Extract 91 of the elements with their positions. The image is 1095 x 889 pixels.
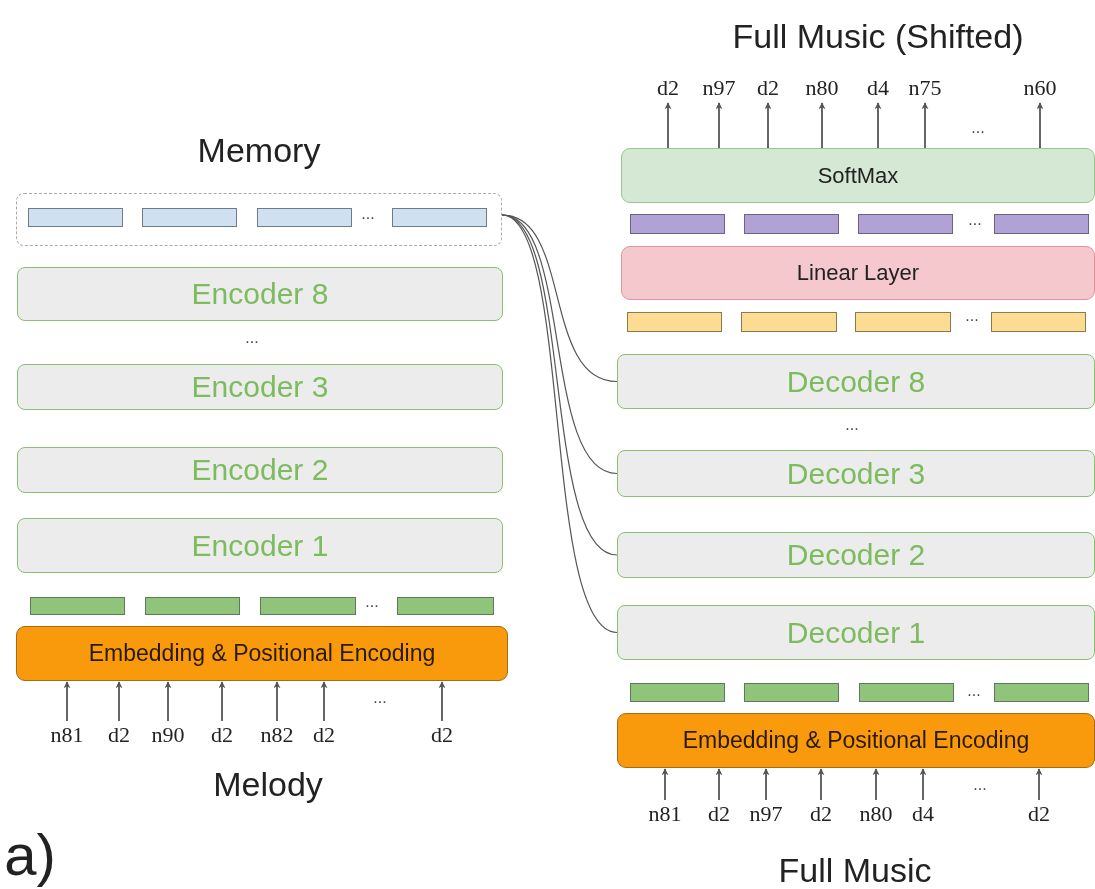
arrow: [664, 102, 672, 149]
arrow: [919, 768, 927, 801]
embedding-block: Embedding & Positional Encoding: [16, 626, 508, 681]
arrow: [661, 768, 669, 801]
arrow: [164, 681, 172, 722]
vector-bar: [28, 208, 123, 227]
token-label: d2: [422, 721, 462, 749]
arrow: [874, 102, 882, 149]
ellipsis: ...: [845, 417, 859, 433]
vector-bar: [257, 208, 352, 227]
caption-label: Melody: [213, 767, 323, 801]
caption-label: Full Music: [778, 853, 932, 887]
decoder-block: Decoder 8: [617, 354, 1095, 409]
token-label: d2: [99, 721, 139, 749]
ellipsis: ...: [361, 206, 375, 222]
token-label: d4: [903, 800, 943, 828]
vector-bar: [30, 597, 125, 615]
vector-bar: [627, 312, 722, 332]
vector-bar: [859, 683, 954, 702]
vector-bar: [145, 597, 240, 615]
token-label: n80: [854, 800, 898, 828]
ellipsis: ...: [973, 777, 987, 793]
vector-bar: [744, 683, 839, 702]
token-label: d2: [699, 800, 739, 828]
connector-line: [501, 214, 618, 556]
token-label: n97: [697, 74, 741, 102]
token-label: d2: [748, 74, 788, 102]
ellipsis: ...: [971, 120, 985, 136]
arrow: [715, 768, 723, 801]
embedding-block: Embedding & Positional Encoding: [617, 713, 1095, 768]
token-label: n80: [800, 74, 844, 102]
vector-bar: [858, 214, 953, 234]
arrow: [872, 768, 880, 801]
token-label: d4: [858, 74, 898, 102]
token-label: d2: [304, 721, 344, 749]
connector-line: [501, 214, 618, 634]
vector-bar: [397, 597, 494, 615]
decoder-block: Decoder 1: [617, 605, 1095, 660]
vector-bar: [630, 214, 725, 234]
token-label: n75: [903, 74, 947, 102]
vector-bar: [142, 208, 237, 227]
vector-bar: [994, 683, 1089, 702]
token-label: d2: [648, 74, 688, 102]
arrow: [817, 768, 825, 801]
encoder-block: Encoder 3: [17, 364, 503, 410]
token-label: n90: [147, 721, 189, 749]
ellipsis: ...: [373, 690, 387, 706]
vector-bar: [744, 214, 839, 234]
vector-bar: [630, 683, 725, 702]
encoder-block: Encoder 1: [17, 518, 503, 573]
arrow: [818, 102, 826, 149]
token-label: n81: [46, 721, 88, 749]
ellipsis: ...: [965, 308, 979, 324]
arrow: [762, 768, 770, 801]
token-label: d2: [202, 721, 242, 749]
token-label: n60: [1018, 74, 1062, 102]
vector-bar: [741, 312, 837, 332]
group-heading: Memory: [197, 133, 321, 167]
arrow: [273, 681, 281, 722]
vector-bar: [991, 312, 1086, 332]
heading-label: Full Music (Shifted): [732, 19, 1024, 53]
arrow: [764, 102, 772, 149]
encoder-block: Encoder 2: [17, 447, 503, 493]
token-label: n82: [255, 721, 299, 749]
arrow: [921, 102, 929, 149]
ellipsis: ...: [245, 330, 259, 346]
ellipsis: ...: [968, 212, 982, 228]
vector-bar: [260, 597, 356, 615]
decoder-block: Decoder 3: [617, 450, 1095, 497]
arrow: [715, 102, 723, 149]
vector-bar: [855, 312, 951, 332]
encoder-block: Encoder 8: [17, 267, 503, 321]
arrow: [438, 681, 446, 722]
arrow: [218, 681, 226, 722]
decoder-block: Decoder 2: [617, 532, 1095, 578]
linear-layer-block: Linear Layer: [621, 246, 1095, 300]
vector-bar: [994, 214, 1089, 234]
ellipsis: ...: [967, 683, 981, 699]
ellipsis: ...: [365, 594, 379, 610]
arrow: [63, 681, 71, 722]
token-label: n97: [745, 800, 787, 828]
arrow: [1036, 102, 1044, 149]
softmax-block: SoftMax: [621, 148, 1095, 203]
arrow: [320, 681, 328, 722]
arrow: [115, 681, 123, 722]
token-label: n81: [644, 800, 686, 828]
token-label: d2: [1019, 800, 1059, 828]
arrow: [1035, 768, 1043, 801]
token-label: d2: [801, 800, 841, 828]
connector-line: [501, 214, 618, 383]
vector-bar: [392, 208, 487, 227]
